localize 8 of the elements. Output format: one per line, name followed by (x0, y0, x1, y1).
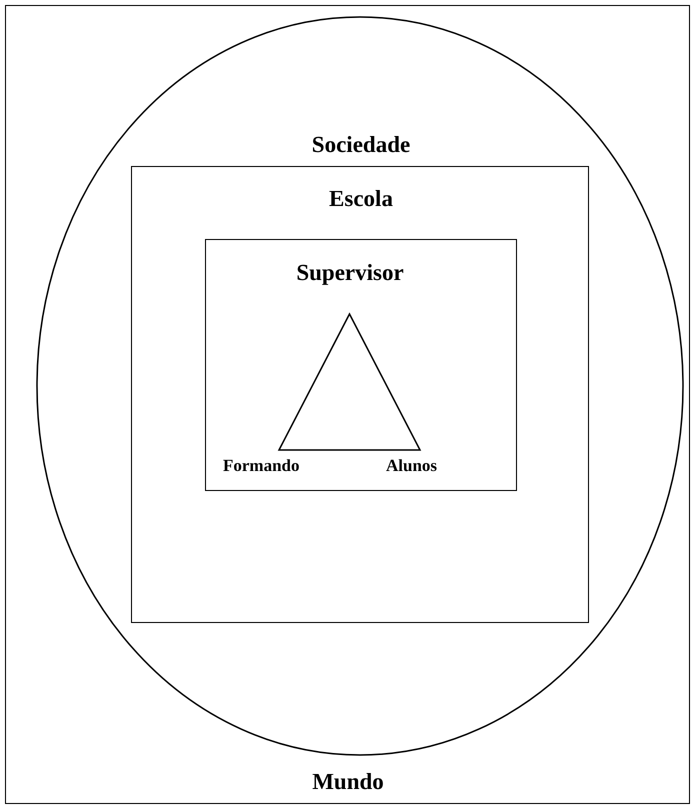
shape-label: Mundo (312, 768, 384, 796)
square-box (205, 239, 517, 491)
vertex-label: Formando (223, 456, 300, 476)
vertex-label: Alunos (386, 456, 438, 476)
shape-label: Escola (329, 185, 393, 213)
shape-label: Sociedade (312, 131, 410, 159)
square-box (131, 166, 589, 623)
shape-label: Supervisor (296, 259, 404, 287)
